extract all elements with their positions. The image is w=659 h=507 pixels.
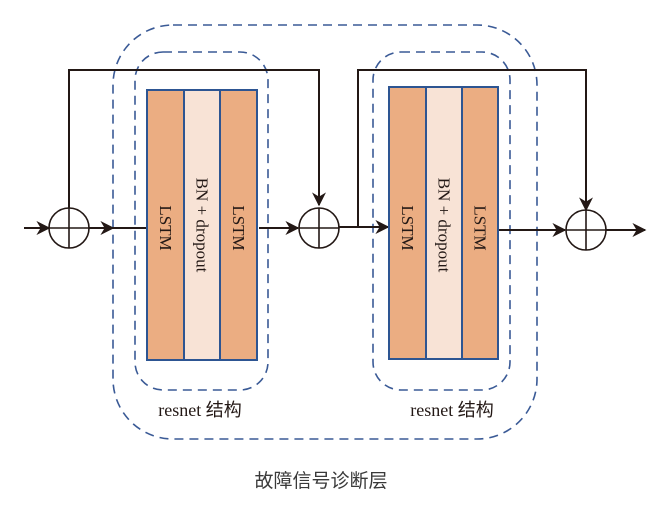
resnet-block-1: LSTM BN + dropout LSTM bbox=[146, 89, 258, 361]
layer-label: LSTM bbox=[156, 205, 175, 250]
bn-dropout-layer bbox=[425, 86, 463, 360]
layer-label: LSTM bbox=[398, 205, 417, 250]
layer-label: BN + dropout bbox=[435, 178, 454, 273]
layer-label: LSTM bbox=[471, 205, 490, 250]
adder-2 bbox=[298, 207, 340, 249]
layer-label: BN + dropout bbox=[193, 178, 212, 273]
diagnosis-layer-boundary bbox=[112, 24, 538, 440]
skip-connection-1 bbox=[68, 69, 326, 228]
resnet-block-2: LSTM BN + dropout LSTM bbox=[388, 86, 499, 360]
lstm-layer bbox=[461, 86, 499, 360]
adder-3 bbox=[565, 209, 607, 251]
diagram-title: 故障信号诊断层 bbox=[254, 470, 387, 492]
resnet-label-2: resnet 结构 bbox=[410, 400, 493, 420]
adder-1 bbox=[48, 207, 90, 249]
resnet-label-1: resnet 结构 bbox=[158, 400, 241, 420]
layer-label: LSTM bbox=[229, 205, 248, 250]
resnet-boundary-1 bbox=[134, 51, 269, 391]
lstm-layer bbox=[146, 89, 185, 361]
lstm-layer bbox=[219, 89, 258, 361]
skip-connection-2 bbox=[357, 69, 593, 227]
bn-dropout-layer bbox=[183, 89, 221, 361]
